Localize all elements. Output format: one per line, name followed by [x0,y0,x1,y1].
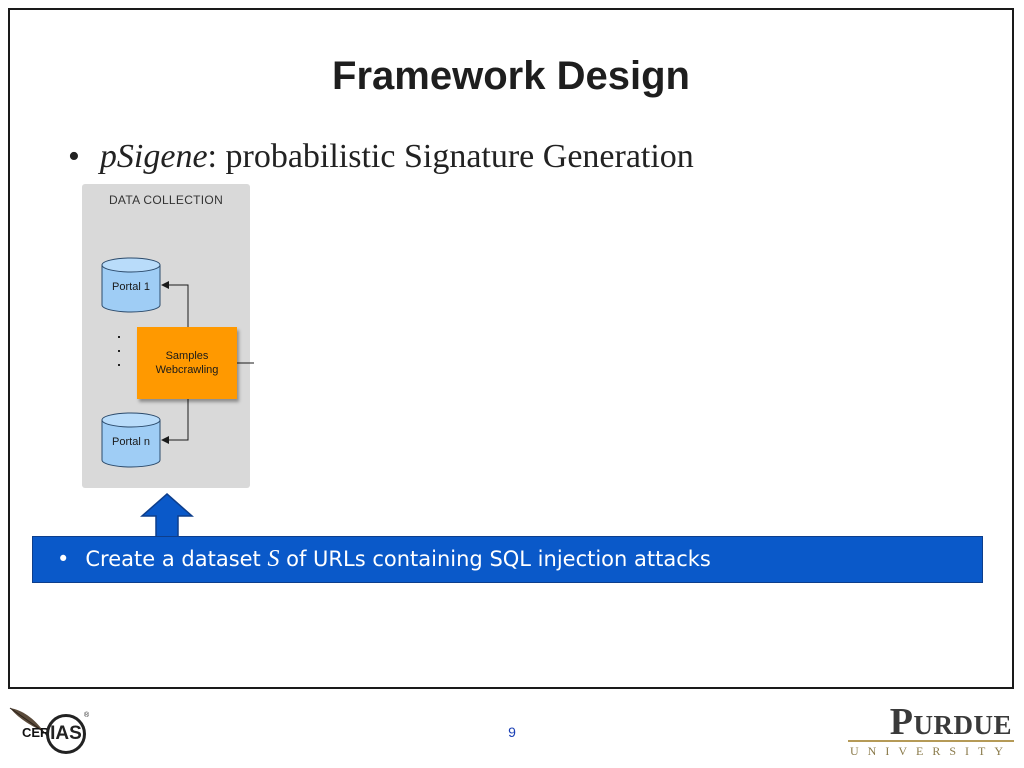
bullet-psigene: • pSigene: probabilistic Signature Genera… [68,138,694,176]
ellipsis-dots [118,336,122,378]
callout-variable: S [267,546,280,572]
data-collection-panel: DATA COLLECTION Portal 1 Samples Webcraw… [82,184,254,488]
purdue-logo-rule [848,740,1014,742]
callout-text-after: of URLs containing SQL injection attacks [279,547,711,571]
callout-text-before: Create a dataset [85,547,268,571]
panel-title: DATA COLLECTION [108,193,224,207]
portal-1-label: Portal 1 [112,281,150,293]
cerias-logo: CER IAS ® [8,700,90,762]
up-arrow-icon [140,493,194,538]
cerias-logo-word: CER [22,725,50,740]
portal-n-database: Portal n [101,412,161,468]
purdue-logo-word: Purdue [889,701,1012,743]
portal-1-database: Portal 1 [101,257,161,313]
samples-webcrawling-box: Samples Webcrawling [137,327,237,399]
portal-n-label: Portal n [112,436,150,448]
bullet-text: : probabilistic Signature Generation [207,138,694,175]
page-number: 9 [508,724,516,740]
bullet-marker: • [68,138,80,175]
feather-icon [9,707,45,733]
cerias-logo-reg: ® [84,712,90,719]
callout-marker: • [57,547,70,571]
process-label: Samples Webcrawling [155,350,219,376]
purdue-logo: Purdue UNIVERSITY [846,700,1016,762]
database-icon [101,412,161,468]
callout-bar: • Create a dataset S of URLs containing S… [32,536,983,583]
slide-title: Framework Design [332,54,690,98]
bullet-term: pSigene [99,138,208,175]
cerias-logo-mark: IAS [46,714,86,754]
callout-text: • Create a dataset S of URLs containing S… [33,546,711,573]
database-icon [101,257,161,313]
connector-lines [161,281,254,444]
purdue-logo-sub: UNIVERSITY [850,744,1012,758]
